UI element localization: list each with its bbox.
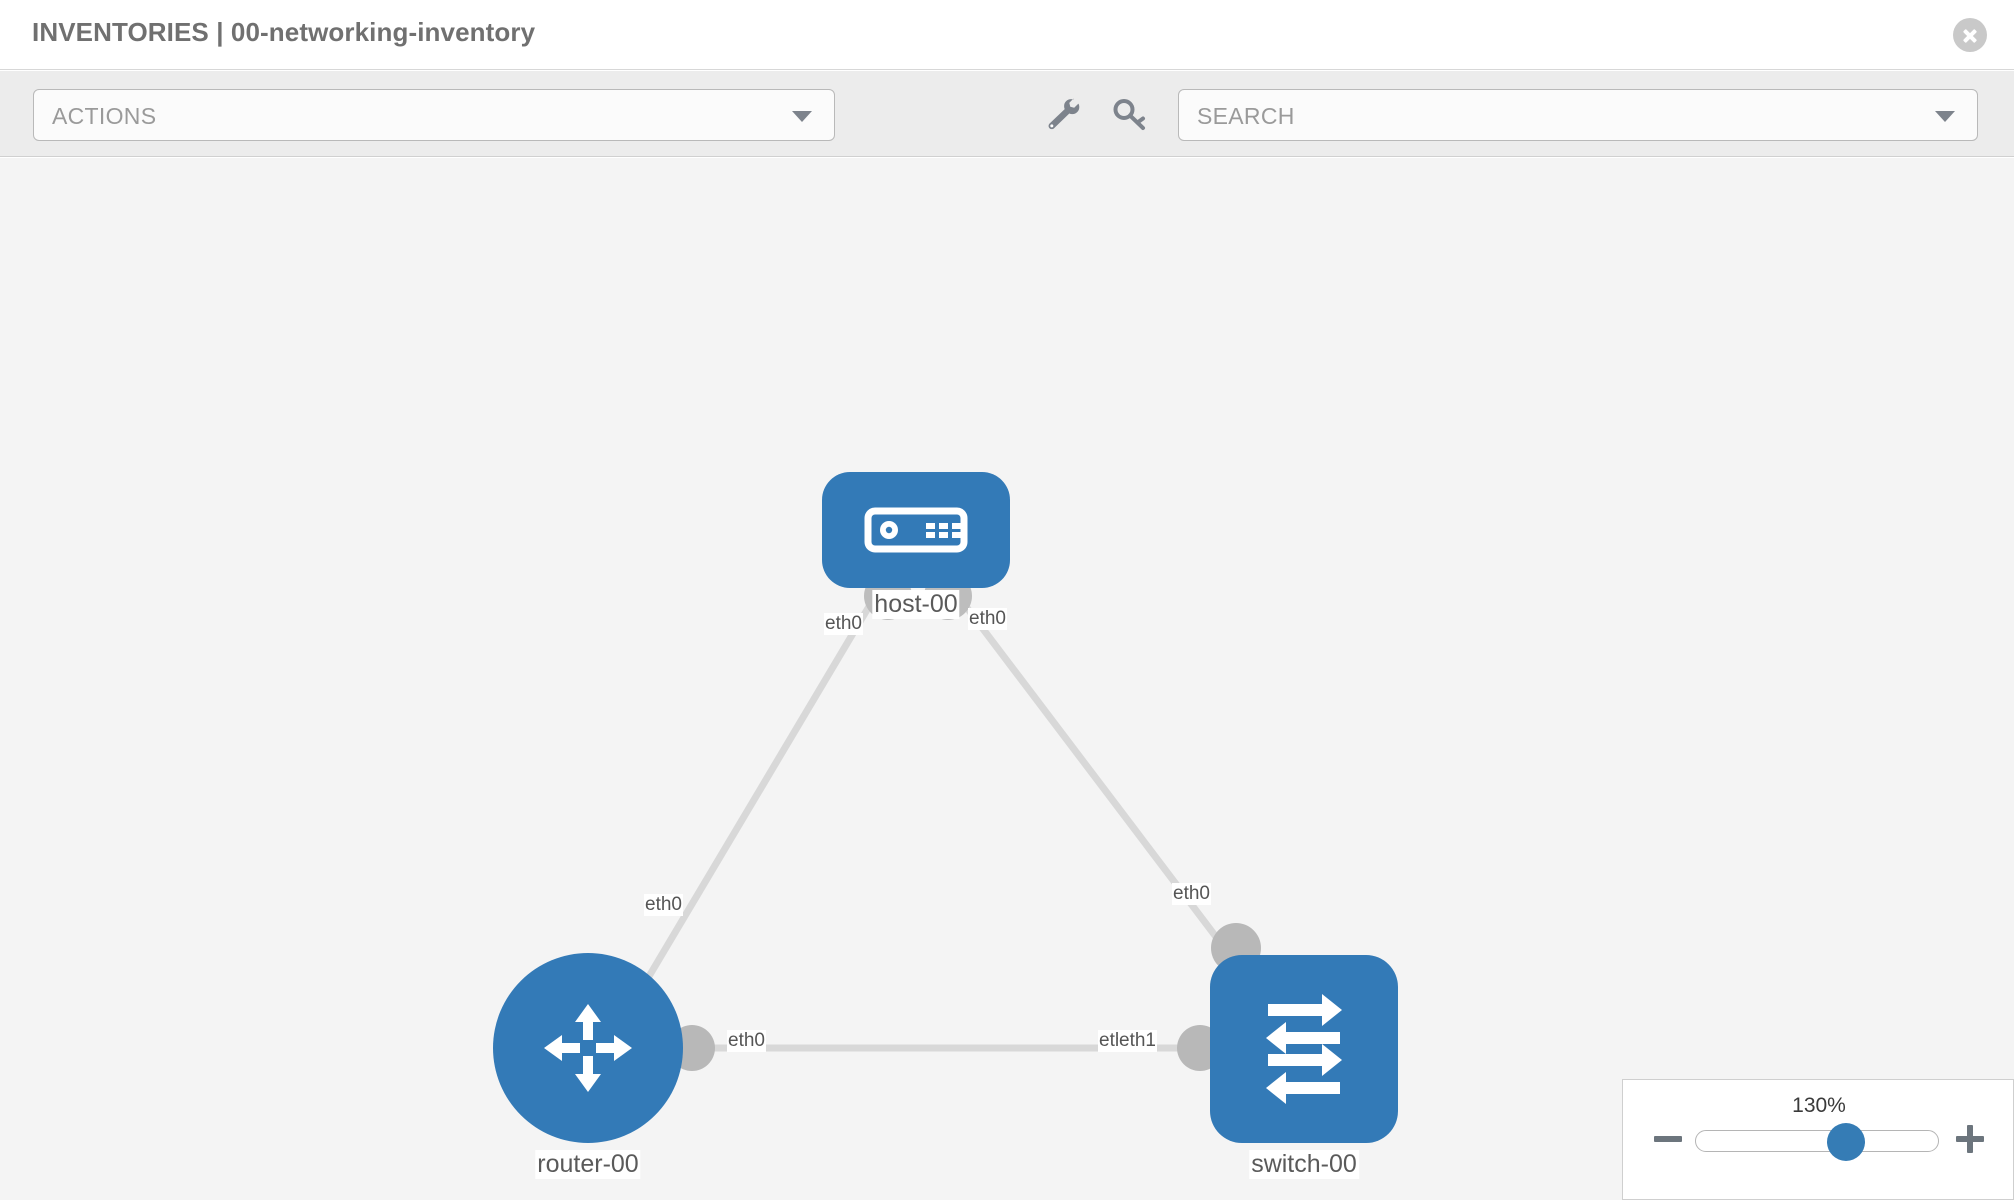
key-icon[interactable] [1112,97,1150,131]
search-input[interactable]: SEARCH [1178,89,1978,141]
node-label-switch-00: switch-00 [1249,1150,1359,1179]
close-icon[interactable] [1953,18,1987,52]
interface-label-router00-to-switch00: eth0 [727,1030,766,1052]
actions-dropdown-label: ACTIONS [52,103,157,129]
node-label-host-00: host-00 [872,590,960,619]
minus-icon[interactable] [1651,1122,1685,1156]
interface-label-host00-to-router00: eth0 [824,613,863,635]
toolbar: ACTIONS SEARCH [0,71,2014,157]
interface-label-router00-to-host00: eth0 [644,894,683,916]
zoom-slider-handle[interactable] [1827,1123,1866,1161]
actions-dropdown[interactable]: ACTIONS [33,89,835,141]
topology-interfaces [669,572,1261,1071]
node-host-00[interactable] [822,472,1010,588]
node-switch-00[interactable] [1210,955,1398,1143]
chevron-down-icon[interactable] [1935,111,1955,122]
zoom-level-label: 130% [1792,1094,1846,1117]
page-header: INVENTORIES | 00-networking-inventory [0,0,2014,70]
topology-links [644,585,1235,1052]
page-title: INVENTORIES | 00-networking-inventory [32,17,536,47]
node-router-00[interactable] [493,953,683,1143]
zoom-slider[interactable] [1695,1123,1939,1161]
topology-canvas[interactable]: host-00 router-00 switch-00 eth0 eth0 et… [0,158,2014,1200]
interface-label-switch00-to-host00: eth0 [1172,883,1211,905]
topology-graph [493,472,1398,1143]
wrench-icon[interactable] [1044,97,1082,131]
interface-label-host00-to-switch00: eth0 [968,608,1007,630]
node-label-router-00: router-00 [535,1150,641,1179]
plus-icon[interactable] [1953,1122,1987,1156]
link-host00-router00[interactable] [644,586,884,980]
search-placeholder: SEARCH [1197,103,1295,129]
chevron-down-icon [792,111,812,122]
zoom-control-panel: 130% [1622,1079,2014,1200]
interface-label-switch00-to-router00: eth1 [1118,1030,1157,1052]
